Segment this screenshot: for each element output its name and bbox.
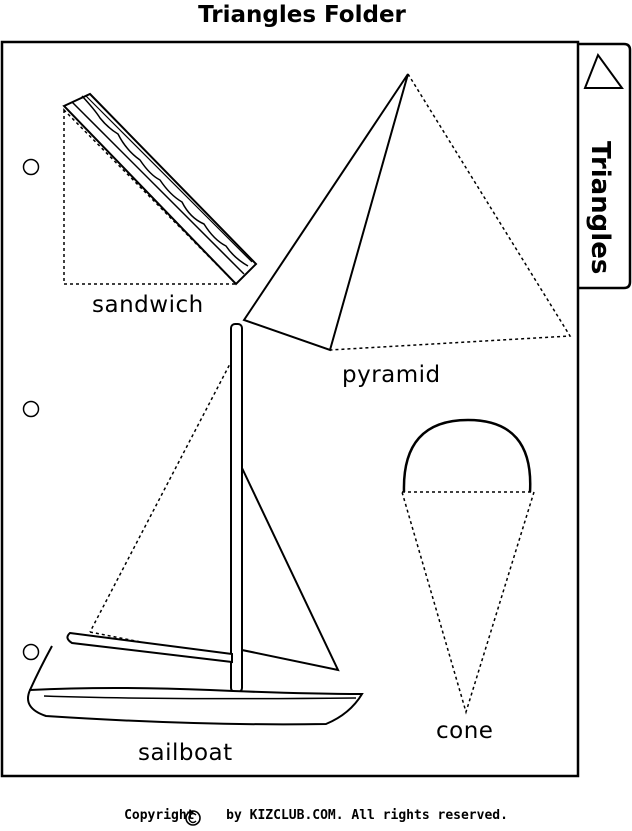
sailboat-drawing	[27, 323, 364, 726]
copyright-suffix: by KIZCLUB.COM. All rights reserved.	[226, 808, 508, 823]
label-sailboat: sailboat	[138, 740, 233, 766]
triangle-icon	[583, 52, 624, 89]
sandwich-drawing	[62, 92, 258, 286]
cone-drawing	[401, 418, 536, 715]
folder-page-outline	[0, 40, 580, 778]
copyright-icon	[185, 810, 201, 826]
label-sandwich: sandwich	[92, 292, 204, 318]
label-cone: cone	[436, 718, 494, 744]
copyright-footer: Copyright by KIZCLUB.COM. All rights res…	[0, 808, 632, 823]
pyramid-drawing	[242, 73, 572, 352]
folder-tab	[578, 42, 632, 290]
binder-hole	[22, 158, 40, 176]
label-pyramid: pyramid	[342, 362, 441, 388]
page-title: Triangles Folder	[198, 2, 406, 28]
folder-tab-label: Triangles	[585, 141, 615, 275]
copyright-prefix: Copyright	[124, 808, 195, 823]
binder-hole	[22, 400, 40, 418]
binder-hole	[22, 643, 40, 661]
